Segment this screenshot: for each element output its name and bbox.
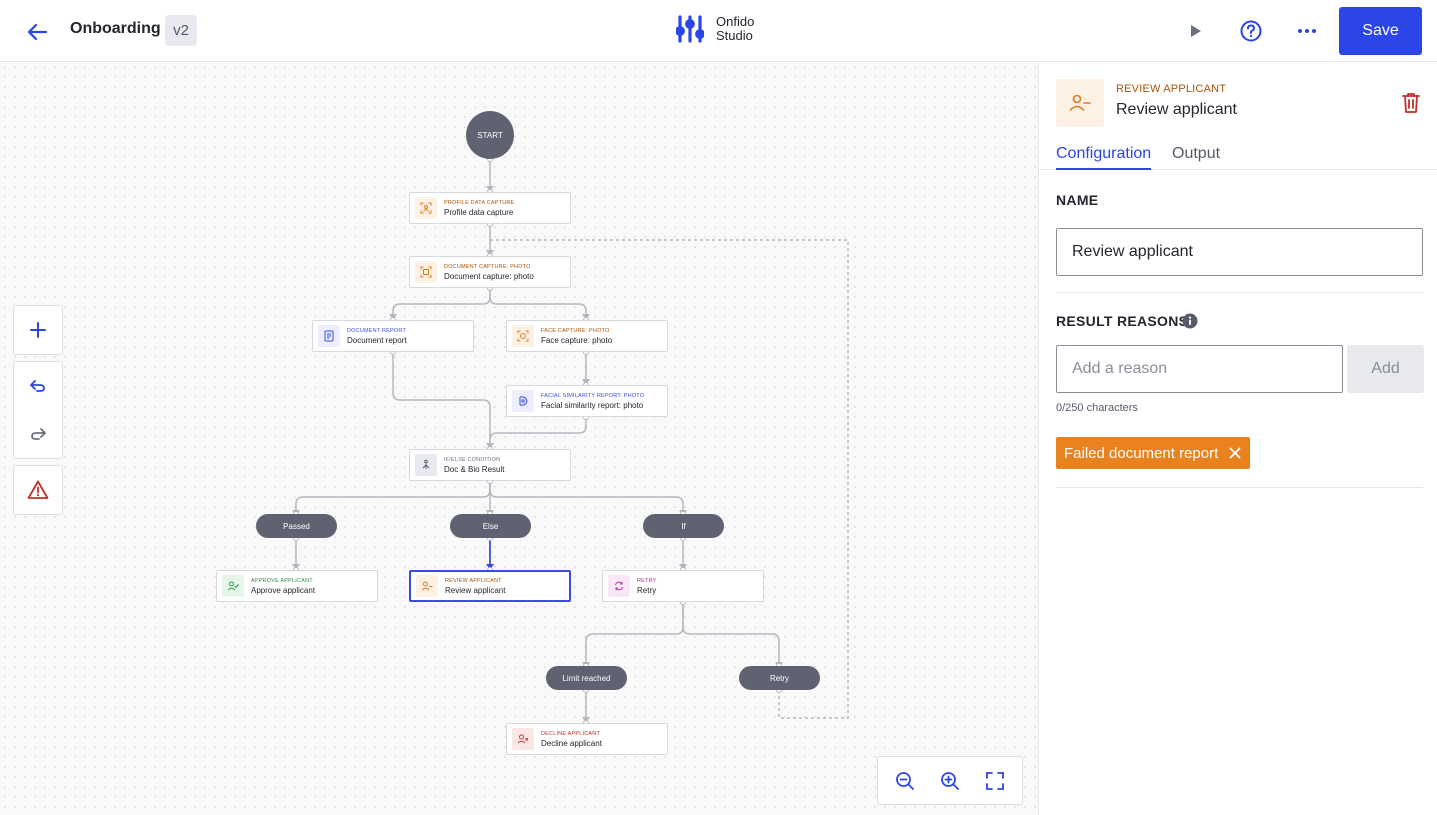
node-type-label: IF/ELSE CONDITION (444, 456, 501, 463)
logo-line2: Studio (716, 28, 753, 43)
warnings-toolbar (13, 465, 63, 515)
node-review-applicant[interactable]: REVIEW APPLICANT Review applicant (409, 570, 571, 602)
node-name-label: Doc & Bio Result (444, 464, 505, 474)
node-type-label: RETRY (637, 577, 657, 584)
node-type-label: REVIEW APPLICANT (445, 577, 502, 584)
node-name-label: Face capture: photo (541, 335, 613, 345)
zoom-in-icon[interactable] (930, 761, 970, 801)
close-icon[interactable] (1228, 446, 1242, 460)
node-type-label: FACIAL SIMILARITY REPORT: PHOTO (541, 392, 645, 399)
char-count: 0/250 characters (1056, 402, 1138, 414)
name-input[interactable] (1056, 228, 1423, 276)
branch-if[interactable]: If (643, 514, 724, 538)
node-name-label: Document report (347, 335, 407, 345)
node-name-label: Profile data capture (444, 207, 514, 217)
workflow-canvas[interactable]: START PROFILE DATA CAPTURE Profile data … (0, 62, 1038, 815)
user-check-icon (222, 575, 244, 597)
node-type-label: FACE CAPTURE: PHOTO (541, 327, 610, 334)
face-report-icon (512, 390, 534, 412)
node-type-label: DOCUMENT CAPTURE: PHOTO (444, 263, 531, 270)
divider (1056, 292, 1423, 293)
onfido-studio-logo: Onfido Studio (676, 14, 754, 44)
add-toolbar (13, 305, 63, 355)
reason-input[interactable] (1056, 345, 1343, 393)
node-type-label: APPROVE APPLICANT (251, 577, 313, 584)
branch-else[interactable]: Else (450, 514, 531, 538)
tab-output[interactable]: Output (1172, 145, 1221, 162)
reason-tag: Failed document report (1056, 437, 1251, 469)
reason-tag-label: Failed document report (1064, 444, 1219, 462)
node-decline-applicant[interactable]: DECLINE APPLICANT Decline applicant (506, 723, 668, 755)
onfido-logo-icon (676, 15, 704, 43)
tab-configuration[interactable]: Configuration (1056, 145, 1152, 170)
delete-node-icon[interactable] (1400, 91, 1422, 115)
scan-icon (415, 261, 437, 283)
logo-line1: Onfido (716, 14, 755, 29)
play-icon[interactable] (1182, 18, 1208, 44)
branch-limit-reached[interactable]: Limit reached (546, 666, 627, 690)
node-document-report[interactable]: DOCUMENT REPORT Document report (312, 320, 474, 352)
node-type-label: DECLINE APPLICANT (541, 730, 601, 737)
zoom-controls (877, 756, 1023, 805)
branch-retry[interactable]: Retry (739, 666, 820, 690)
node-retry[interactable]: RETRY Retry (602, 570, 764, 602)
user-x-icon (512, 728, 534, 750)
node-name-label: Review applicant (445, 585, 506, 595)
panel-node-name: Review applicant (1116, 101, 1237, 118)
save-button[interactable]: Save (1339, 7, 1422, 55)
add-node-icon[interactable] (14, 306, 62, 354)
warning-icon[interactable] (14, 466, 62, 514)
node-name-label: Approve applicant (251, 585, 316, 595)
help-icon[interactable] (1238, 18, 1264, 44)
fit-view-icon[interactable] (975, 761, 1015, 801)
info-icon[interactable] (1182, 313, 1198, 329)
node-name-label: Facial similarity report: photo (541, 400, 644, 410)
node-type-label: DOCUMENT REPORT (347, 327, 407, 334)
branch-passed[interactable]: Passed (256, 514, 337, 538)
undo-icon[interactable] (14, 362, 62, 410)
name-label: NAME (1056, 192, 1099, 208)
top-bar: Onboarding v2 Onfido Studio Save (0, 0, 1437, 62)
node-type-label: PROFILE DATA CAPTURE (444, 199, 515, 206)
node-profile-data-capture[interactable]: PROFILE DATA CAPTURE Profile data captur… (409, 192, 571, 224)
node-if-else-condition[interactable]: IF/ELSE CONDITION Doc & Bio Result (409, 449, 571, 481)
node-name-label: Retry (637, 585, 657, 595)
zoom-out-icon[interactable] (885, 761, 925, 801)
panel-tabs: Configuration Output (1039, 145, 1437, 170)
user-scan-icon (415, 197, 437, 219)
panel-node-type: REVIEW APPLICANT (1116, 83, 1227, 95)
face-scan-icon (512, 325, 534, 347)
divider (1056, 487, 1423, 488)
node-face-capture[interactable]: FACE CAPTURE: PHOTO Face capture: photo (506, 320, 668, 352)
node-document-capture[interactable]: DOCUMENT CAPTURE: PHOTO Document capture… (409, 256, 571, 288)
node-facial-similarity-report[interactable]: FACIAL SIMILARITY REPORT: PHOTO Facial s… (506, 385, 668, 417)
user-minus-icon (416, 575, 438, 597)
user-minus-icon (1056, 79, 1104, 127)
add-reason-button[interactable]: Add (1347, 345, 1424, 393)
node-approve-applicant[interactable]: APPROVE APPLICANT Approve applicant (216, 570, 378, 602)
redo-icon[interactable] (14, 410, 62, 458)
workflow-edges (292, 156, 849, 726)
version-badge: v2 (165, 15, 197, 46)
retry-icon (608, 575, 630, 597)
branch-icon (415, 454, 437, 476)
node-name-label: Decline applicant (541, 738, 602, 748)
result-reasons-label: RESULT REASONS (1056, 313, 1189, 329)
more-options-icon[interactable] (1294, 18, 1320, 44)
flow-title[interactable]: Onboarding (70, 20, 161, 37)
history-toolbar (13, 361, 63, 459)
start-node[interactable]: START (466, 111, 514, 159)
node-name-label: Document capture: photo (444, 271, 534, 281)
document-icon (318, 325, 340, 347)
node-config-panel: REVIEW APPLICANT Review applicant Config… (1038, 62, 1437, 815)
back-arrow-icon[interactable] (24, 18, 52, 46)
